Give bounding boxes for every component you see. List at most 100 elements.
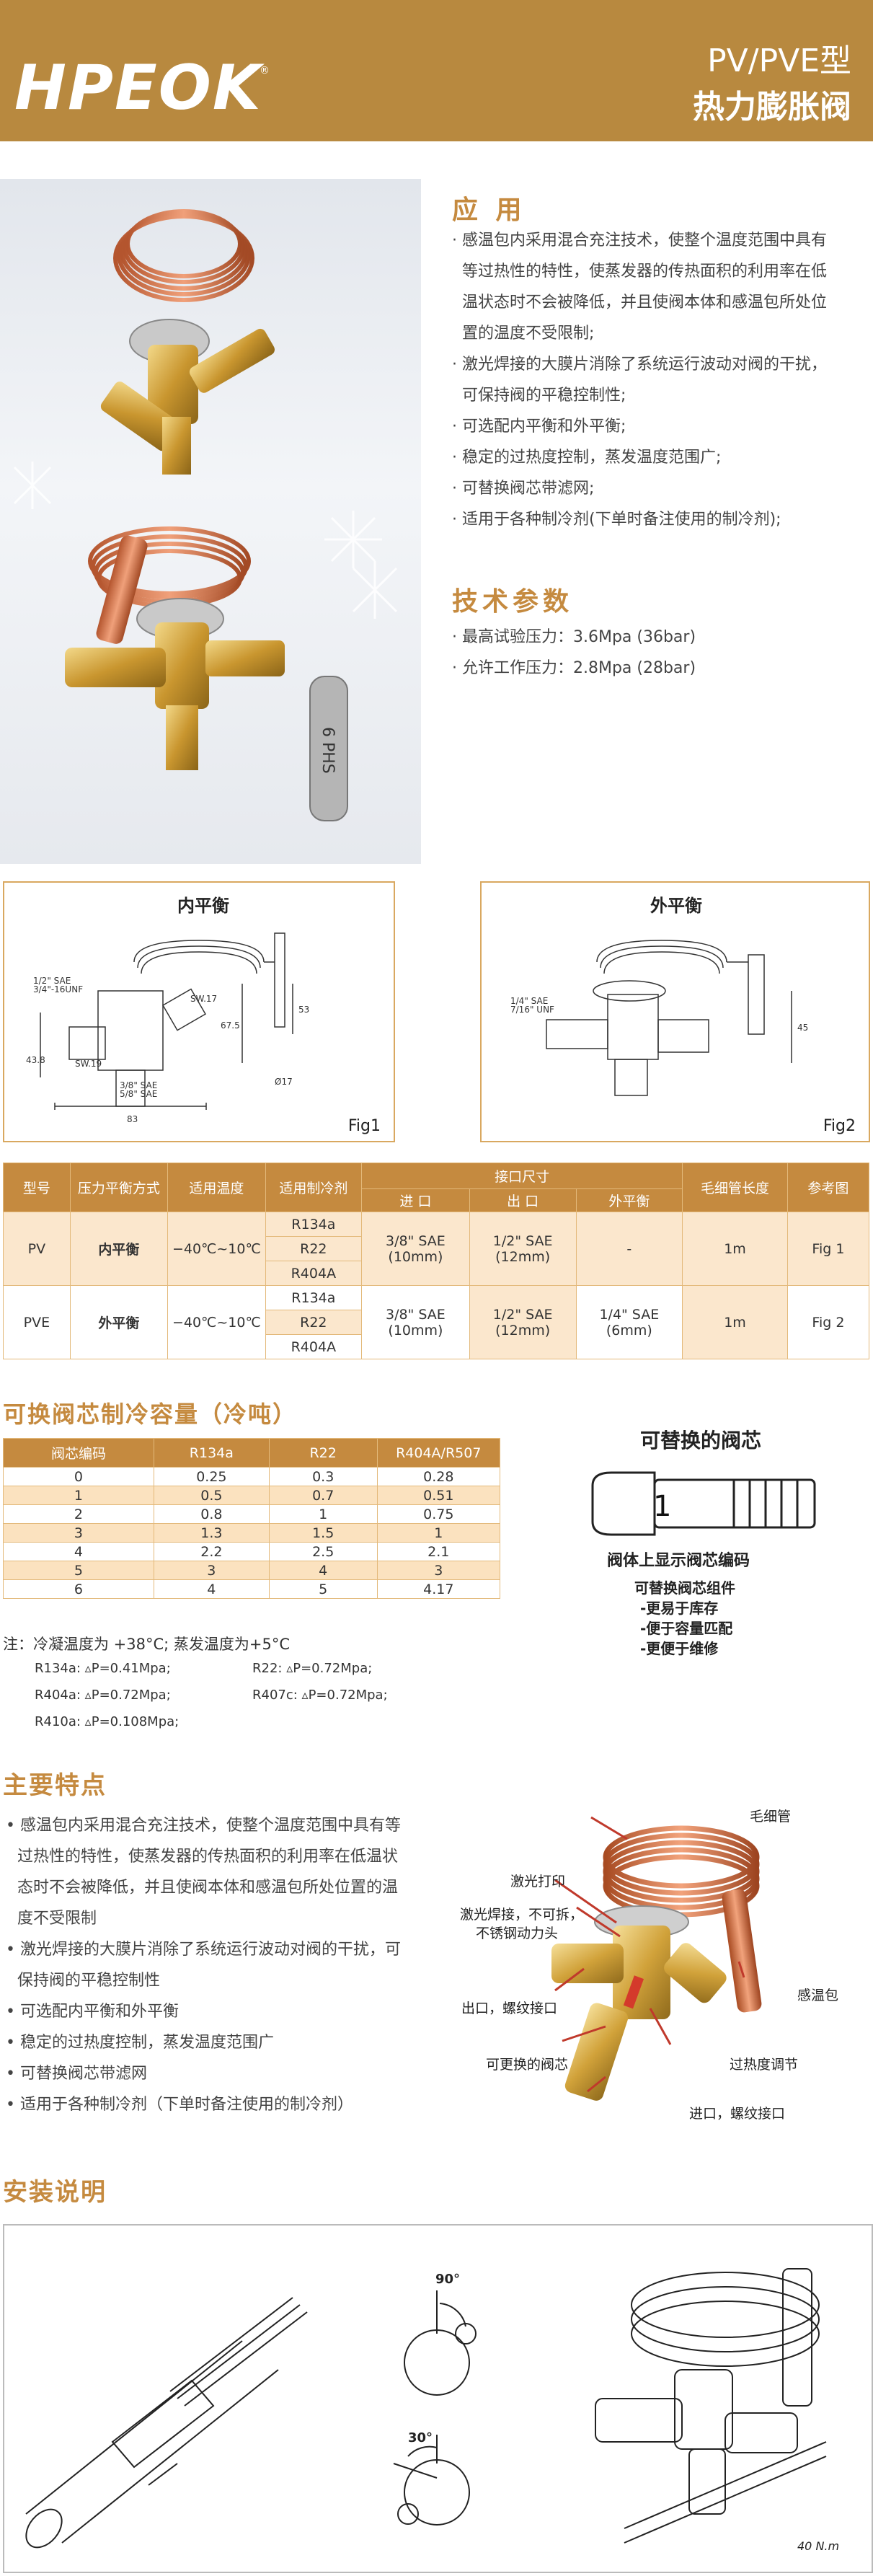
capacity-header: 阀芯编码 (3, 1438, 154, 1468)
fig1-label: Fig1 (347, 1117, 381, 1135)
fig1-drawing: 1/2" SAE 3/4"-16UNF SW.17 67.5 53 43.8 S… (26, 932, 309, 1124)
core-list-item: -更便于维修 (640, 1640, 719, 1657)
fig2-drawing: 1/4" SAE 7/16" UNF 45 (510, 940, 808, 1096)
feature-item: 度不受限制 (17, 1910, 97, 1928)
spec-subheader: 出 口 (469, 1188, 577, 1212)
pressure-note: R22: ▵P=0.72Mpa; (252, 1661, 373, 1676)
fig2-box: 外平衡 Fig2 1/4" SAE 7/16" UNF 45 (480, 881, 870, 1142)
callout-superheat: 过热度调节 (730, 2057, 799, 2073)
spec-subheader: 外平衡 (575, 1188, 683, 1212)
dim-label: SW.17 (190, 994, 217, 1004)
application-item: · 稳定的过热度控制，蒸发温度范围广; (452, 449, 722, 467)
dim-label: 7/16" UNF (510, 1005, 554, 1015)
core-title: 可替换的阀芯 (640, 1429, 762, 1452)
capillary-coil-top (113, 209, 254, 302)
callout-weld: 不锈钢动力头 (476, 1926, 559, 1941)
feature-item: • 稳定的过热度控制，蒸发温度范围广 (6, 2034, 274, 2052)
install-diagram-box: 90° 30° 40 N.m (3, 2224, 873, 2573)
application-item: · 感温包内采用混合充注技术，使整个温度范围中具有 (452, 231, 827, 250)
spec-header: 型号 (3, 1163, 71, 1212)
core-list-item: -便于容量匹配 (640, 1620, 733, 1637)
dim-label: 67.5 (221, 1020, 240, 1031)
core-caption: 阀体上显示阀芯编码 (607, 1552, 750, 1570)
capacity-title: 可换阀芯制冷容量（冷吨） (3, 1401, 298, 1428)
feature-item: • 可选配内平衡和外平衡 (6, 2003, 179, 2021)
product-title: 热力膨胀阀 (693, 89, 851, 125)
application-item: · 可替换阀芯带滤网; (452, 480, 595, 498)
spec-header: 适用温度 (167, 1163, 266, 1212)
application-item: · 适用于各种制冷剂(下单时备注使用的制冷剂); (452, 511, 781, 529)
core-list: -更易于库存 -便于容量匹配 -更便于维修 (640, 1598, 732, 1659)
application-item: 置的温度不受限制; (462, 325, 595, 343)
dim-label: 5/8" SAE (120, 1089, 157, 1099)
spec-header: 接口尺寸 (361, 1163, 683, 1189)
tech-item: · 允许工作压力：2.8Mpa (28bar) (452, 659, 696, 677)
callout-laser: 激光打印 (510, 1874, 566, 1889)
dim-label: 3/8" SAE (120, 1080, 157, 1090)
snowflake-icon (13, 462, 398, 619)
install-diagram: 90° 30° 40 N.m (25, 2268, 839, 2553)
dim-label: 45 (797, 1023, 808, 1033)
pressure-note: R407c: ▵P=0.72Mpa; (252, 1688, 388, 1703)
pressure-note: R134a: ▵P=0.41Mpa; (35, 1661, 171, 1676)
application-item: 温状态时不会被降低，并且使阀本体和感温包所处位 (462, 294, 828, 312)
callout-capillary: 毛细管 (750, 1809, 792, 1825)
capacity-header: R134a (153, 1438, 270, 1468)
core-number: 1 (653, 1490, 671, 1523)
svg-text:6 PHS: 6 PHS (319, 727, 337, 774)
brand-logo: HPEOK (14, 52, 262, 124)
install-title: 安装说明 (3, 2178, 107, 2207)
application-item: 可保持阀的平稳控制性; (462, 387, 626, 405)
pressure-note: R404a: ▵P=0.72Mpa; (35, 1688, 171, 1703)
valve-core-drawing: 1 (591, 1471, 816, 1536)
callout-weld: 激光焊接，不可拆， (460, 1907, 584, 1923)
table-row: R22 (4, 1310, 869, 1335)
dim-label: 43.8 (26, 1055, 45, 1065)
dim-label: 83 (127, 1114, 138, 1124)
callout-core: 可更换的阀芯 (486, 2057, 569, 2073)
torque-label: 40 N.m (797, 2539, 839, 2553)
valve-core-photo (309, 676, 348, 821)
spec-table: 型号 压力平衡方式 适用温度 适用制冷剂 接口尺寸 毛细管长度 参考图 进 口 … (3, 1163, 870, 1359)
capacity-header: R22 (268, 1438, 378, 1468)
dim-label: 3/4"-16UNF (33, 984, 83, 994)
angle-label: 90° (435, 2272, 460, 2287)
dim-label: Ø17 (275, 1077, 293, 1087)
spec-subheader: 进 口 (361, 1188, 470, 1212)
angle-label: 30° (408, 2430, 433, 2445)
feature-item: • 激光焊接的大膜片消除了系统运行波动对阀的干扰，可 (6, 1941, 401, 1959)
fig2-title: 外平衡 (650, 896, 702, 916)
spec-header: 压力平衡方式 (69, 1163, 169, 1212)
fig1-box: 内平衡 Fig1 1/2" SAE 3/4"-16UNF SW.17 67.5 … (3, 881, 395, 1142)
callout-outlet: 出口，螺纹接口 (461, 2001, 558, 2016)
callout-bulb: 感温包 (797, 1988, 839, 2003)
application-item: 等过热性的特性，使蒸发器的传热面积的利用率在低 (462, 263, 828, 281)
capacity-header: R404A/R507 (376, 1438, 501, 1468)
dim-label: 1/2" SAE (33, 976, 71, 986)
pressure-note: R410a: ▵P=0.108Mpa; (35, 1714, 180, 1729)
feature-item: • 感温包内采用混合充注技术，使整个温度范围中具有等 (6, 1817, 401, 1835)
spec-header: 毛细管长度 (682, 1163, 788, 1212)
core-list-item: -更易于库存 (640, 1600, 719, 1617)
application-list: · 感温包内采用混合充注技术，使整个温度范围中具有 等过热性的特性，使蒸发器的传… (452, 225, 863, 535)
features-title: 主要特点 (3, 1771, 107, 1800)
feature-item: • 适用于各种制冷剂（下单时备注使用的制冷剂） (6, 2096, 353, 2114)
feature-item: • 可替换阀芯带滤网 (6, 2065, 147, 2083)
registered-mark: ® (260, 65, 270, 76)
application-item: · 激光焊接的大膜片消除了系统运行波动对阀的干扰， (452, 356, 827, 374)
table-row: PVE 外平衡 −40℃~10℃ R134a 3/8" SAE (10mm) 1… (3, 1285, 870, 1359)
dim-label: 53 (298, 1005, 309, 1015)
core-list-title: 可替换阀芯组件 (634, 1579, 735, 1597)
header-bar (0, 0, 873, 141)
product-photo: 6 PHS (0, 179, 421, 864)
capacity-note: 注：冷凝温度为 +38°C; 蒸发温度为+5°C (3, 1636, 291, 1653)
table-row: R404A (4, 1334, 869, 1359)
callout-inlet: 进口，螺纹接口 (689, 2106, 786, 2122)
fig2-label: Fig2 (823, 1117, 856, 1135)
feature-item: 态时不会被降低，并且使阀本体和感温包所处位置的温 (17, 1879, 399, 1897)
